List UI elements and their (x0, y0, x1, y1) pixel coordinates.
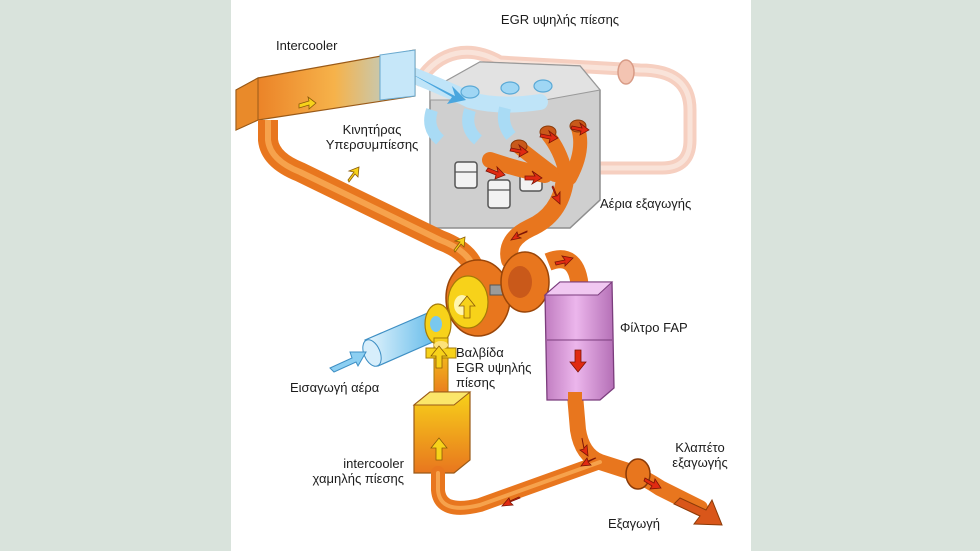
label-exhaust-gases: Αέρια εξαγωγής (600, 196, 692, 211)
intercooler-block (235, 49, 416, 131)
intake-runners (424, 79, 553, 145)
exhaust-flap-icon (625, 458, 651, 490)
fap-filter (543, 281, 615, 404)
compressor-housing (445, 259, 511, 337)
label-lp-intercooler: intercooler χαμηλής πίεσης (300, 456, 405, 486)
label-egr-high-pressure: EGR υψηλής πίεσης (500, 12, 620, 27)
lp-intercooler-block (412, 391, 472, 474)
label-lp-intercooler-line2: χαμηλής πίεσης (312, 471, 405, 486)
label-exhaust-outlet: Εξαγωγή (608, 516, 661, 531)
exhaust-outlet-arrow-icon (673, 497, 723, 526)
label-fap-filter: Φίλτρο FAP (620, 320, 688, 335)
label-engine: Κινητήρας Υπερσυμπίεσης (312, 122, 432, 152)
exhaust-flow-arrows (485, 121, 662, 507)
turbine-housing (500, 251, 550, 313)
air-intake-arrow-icon (329, 351, 367, 373)
intake-manifold (392, 62, 548, 113)
label-lp-intercooler-line1: intercooler (343, 456, 404, 471)
label-egr-valve-line2: EGR υψηλής (456, 360, 532, 375)
label-engine-line1: Κινητήρας (342, 122, 402, 137)
label-engine-line2: Υπερσυμπίεσης (325, 137, 419, 152)
label-intercooler: Intercooler (276, 38, 338, 53)
air-intake-pipe (362, 303, 452, 367)
label-egr-valve: Βαλβίδα EGR υψηλής πίεσης (456, 345, 531, 390)
label-exhaust-flap-line2: εξαγωγής (672, 455, 728, 470)
label-egr-valve-line3: πίεσης (456, 375, 496, 390)
blue-flow-arrow-icon (408, 72, 466, 104)
label-egr-valve-line1: Βαλβίδα (456, 345, 504, 360)
egr-valve-icon (617, 59, 635, 85)
label-air-intake: Εισαγωγή αέρα (290, 380, 380, 395)
label-exhaust-flap: Κλαπέτο εξαγωγής (650, 440, 750, 470)
label-exhaust-flap-line1: Κλαπέτο (675, 440, 725, 455)
charge-air-flow-arrows (298, 96, 476, 461)
